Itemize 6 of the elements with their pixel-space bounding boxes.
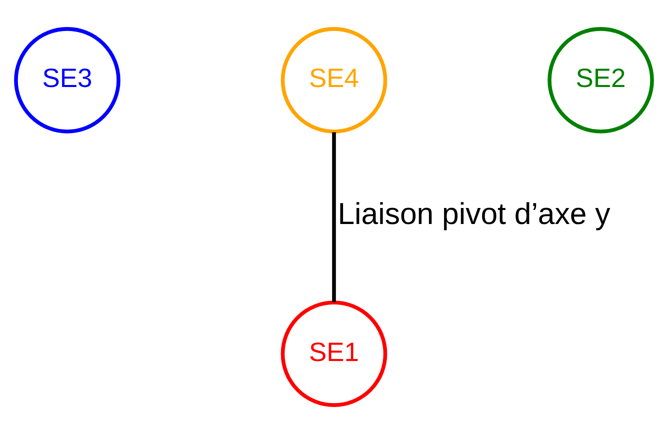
edge-label: Liaison pivot d’axe y bbox=[338, 198, 610, 232]
node-circle: SE3 bbox=[14, 27, 120, 134]
connector bbox=[332, 132, 336, 302]
node-circle: SE1 bbox=[280, 300, 388, 407]
node-circle: SE4 bbox=[280, 27, 388, 134]
node-circle: SE2 bbox=[548, 27, 654, 134]
